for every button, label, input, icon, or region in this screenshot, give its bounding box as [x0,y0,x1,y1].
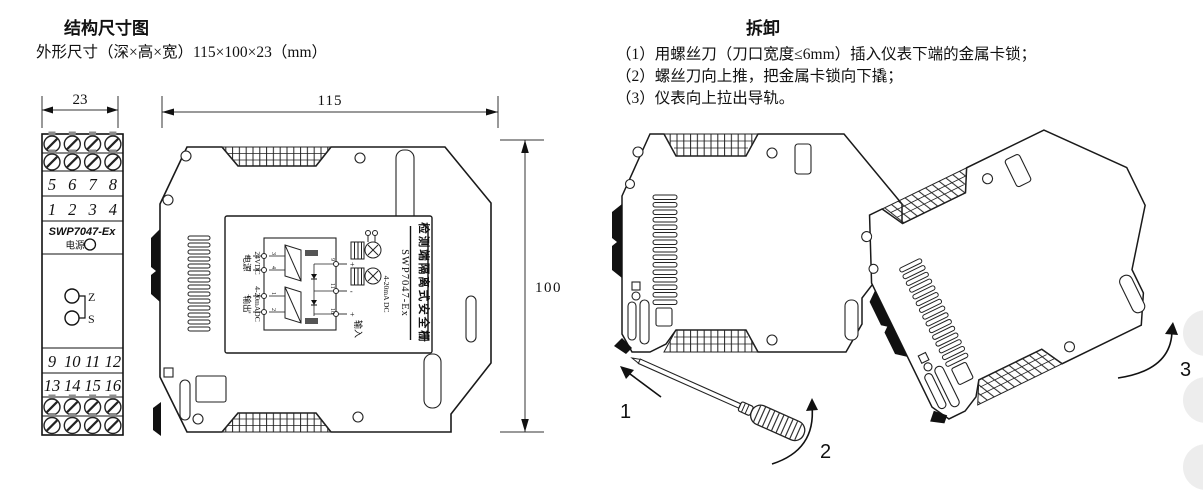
svg-text:1: 1 [270,292,276,295]
svg-text:8: 8 [109,175,118,194]
din-latch [153,402,161,436]
width-dimension-label: 23 [73,92,88,108]
left-polarity-marks: + - + - [246,252,251,317]
svg-text:4: 4 [270,266,276,269]
label-product-name: 检测端隔离式安全栅 [417,222,431,344]
screwdriver-grip-ribs [752,404,803,441]
left-terminal-numbers: 3 4 1 2 [270,252,276,311]
led-z-label: Z [88,290,95,304]
disassembly-step-1: （1）用螺丝刀（刀口宽度≤6mm）插入仪表下端的金属卡锁； [616,46,1037,63]
label-power-caption: 电源 [242,254,252,272]
svg-text:10: 10 [329,308,335,314]
screwdriver [630,357,806,442]
housing-details [624,143,859,346]
svg-text:13: 13 [44,376,61,395]
structure-section-title: 结构尺寸图 [64,19,149,38]
removal-figure-steps-1-2: 1 2 [612,133,903,465]
svg-text:3: 3 [87,200,96,219]
svg-text:-: - [248,266,251,275]
svg-text:2: 2 [68,200,76,219]
step2-marker: 2 [820,441,831,463]
svg-text:+: + [246,292,251,301]
power-text: 电源 [65,240,85,252]
step3-marker: 3 [1180,359,1191,381]
top-vent-grille [881,166,968,225]
front-module-body [41,133,124,436]
step2-arrow [771,398,818,465]
tilted-module [861,129,1146,424]
svg-text:11: 11 [329,283,335,289]
svg-text:14: 14 [64,376,81,395]
terminal-numbers: 5 6 7 8 1 2 3 4 9 10 11 12 13 14 15 16 [44,175,122,395]
svg-text:12: 12 [105,352,122,371]
side-view-drawing: 115 100 [151,93,562,436]
svg-text:4: 4 [109,200,117,219]
product-label: SWP7047-Ex 检测端隔离式安全栅 [224,215,433,354]
svg-text:-: - [248,308,251,317]
step1-arrow [620,366,662,398]
front-view-drawing: 23 5 6 7 8 1 2 3 [41,92,124,436]
bottom-vent-grille [220,412,333,433]
side-housing-details [162,149,477,425]
svg-text:3: 3 [270,252,276,255]
metal-card-lock [614,338,632,354]
transmitter-icons [350,230,382,286]
width-dimension [41,96,119,128]
svg-text:+: + [350,310,355,319]
right-terminal-numbers: 9 11 10 [329,258,335,314]
din-rail-clip [869,290,908,357]
disassembly-step-3: （3）仪表向上拉出导轨。 [616,90,795,107]
label-circuit-diagram: + - + - 3 4 1 2 + - + 9 11 [246,237,355,331]
disassembly-step-2: （2）螺丝刀向上推，把金属卡锁向下撬； [616,68,903,85]
svg-text:1: 1 [48,200,56,219]
height-dimension [500,139,544,433]
bottom-vent-grille [663,329,759,353]
height-dimension-label: 100 [535,280,562,296]
depth-dimension [161,96,499,128]
overall-dimensions-text: 外形尺寸（深×高×宽）115×100×23（mm） [36,44,328,61]
depth-dimension-label: 115 [318,93,343,109]
label-model: SWP7047-Ex [399,249,410,317]
svg-text:16: 16 [105,376,122,395]
led-s-label: S [88,312,95,326]
metal-card-lock [930,410,948,424]
disassembly-section-title: 拆卸 [746,19,780,38]
label-power-spec: 24VDC [253,251,262,274]
removal-figure-step-3: 3 [861,129,1191,424]
right-polarity-marks: + - + [350,260,355,319]
din-rail-clip [612,204,622,278]
step1-marker: 1 [620,401,631,423]
svg-text:9: 9 [329,258,335,261]
svg-text:9: 9 [48,352,56,371]
label-output-spec: 4-20mADC [253,286,262,321]
svg-text:5: 5 [48,175,56,194]
zs-indicators: Z S [64,288,95,326]
svg-text:6: 6 [68,175,77,194]
top-vent-grille [663,133,759,157]
front-model-label: SWP7047-Ex [49,226,117,238]
power-led [83,238,97,251]
top-vent-grille [220,146,333,167]
svg-text:11: 11 [85,352,100,371]
bottom-vent-grille [977,348,1064,406]
floating-button-3[interactable] [1183,444,1203,490]
floating-button-2[interactable] [1183,377,1203,423]
label-input-spec: 4-20mA DC [382,276,391,313]
label-input-caption: 输入 [353,320,364,338]
svg-text:7: 7 [88,175,97,194]
label-output-caption: 输出 [242,295,252,312]
svg-text:+: + [246,252,251,261]
svg-text:-: - [350,287,353,296]
step3-arrow [1117,322,1178,379]
svg-text:10: 10 [64,352,81,371]
svg-text:+: + [350,260,355,269]
housing-details [861,154,1146,410]
floating-button-1[interactable] [1183,310,1203,356]
svg-text:15: 15 [84,376,101,395]
din-rail-clip [151,229,160,302]
svg-text:2: 2 [270,308,276,311]
